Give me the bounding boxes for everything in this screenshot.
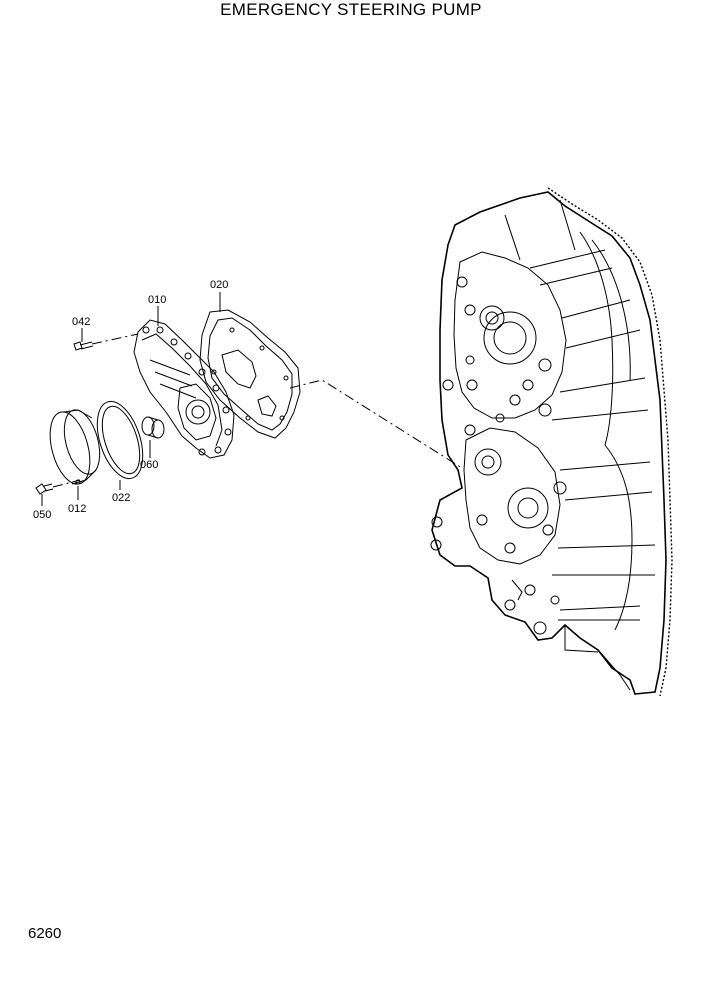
assembly-line-bolt-050 bbox=[52, 479, 81, 488]
page-number: 6260 bbox=[28, 925, 62, 942]
assembly-line-bolt-042 bbox=[91, 333, 139, 345]
seal-ring-022 bbox=[96, 400, 144, 490]
callout-042: 042 bbox=[72, 316, 90, 328]
bolt-042 bbox=[73, 328, 94, 351]
bushing-060 bbox=[141, 416, 165, 458]
callout-010: 010 bbox=[148, 294, 166, 306]
cover-012 bbox=[49, 409, 101, 500]
callout-022: 022 bbox=[112, 492, 130, 504]
callout-060: 060 bbox=[140, 459, 158, 471]
page-title: EMERGENCY STEERING PUMP bbox=[220, 0, 482, 19]
bolt-050 bbox=[35, 483, 54, 506]
assembly-line-pump-to-housing bbox=[289, 379, 463, 469]
callout-020: 020 bbox=[210, 279, 228, 291]
transmission-housing bbox=[430, 187, 673, 697]
callout-050: 050 bbox=[33, 509, 51, 521]
pump-body-010 bbox=[133, 306, 235, 459]
callout-012: 012 bbox=[68, 503, 86, 515]
